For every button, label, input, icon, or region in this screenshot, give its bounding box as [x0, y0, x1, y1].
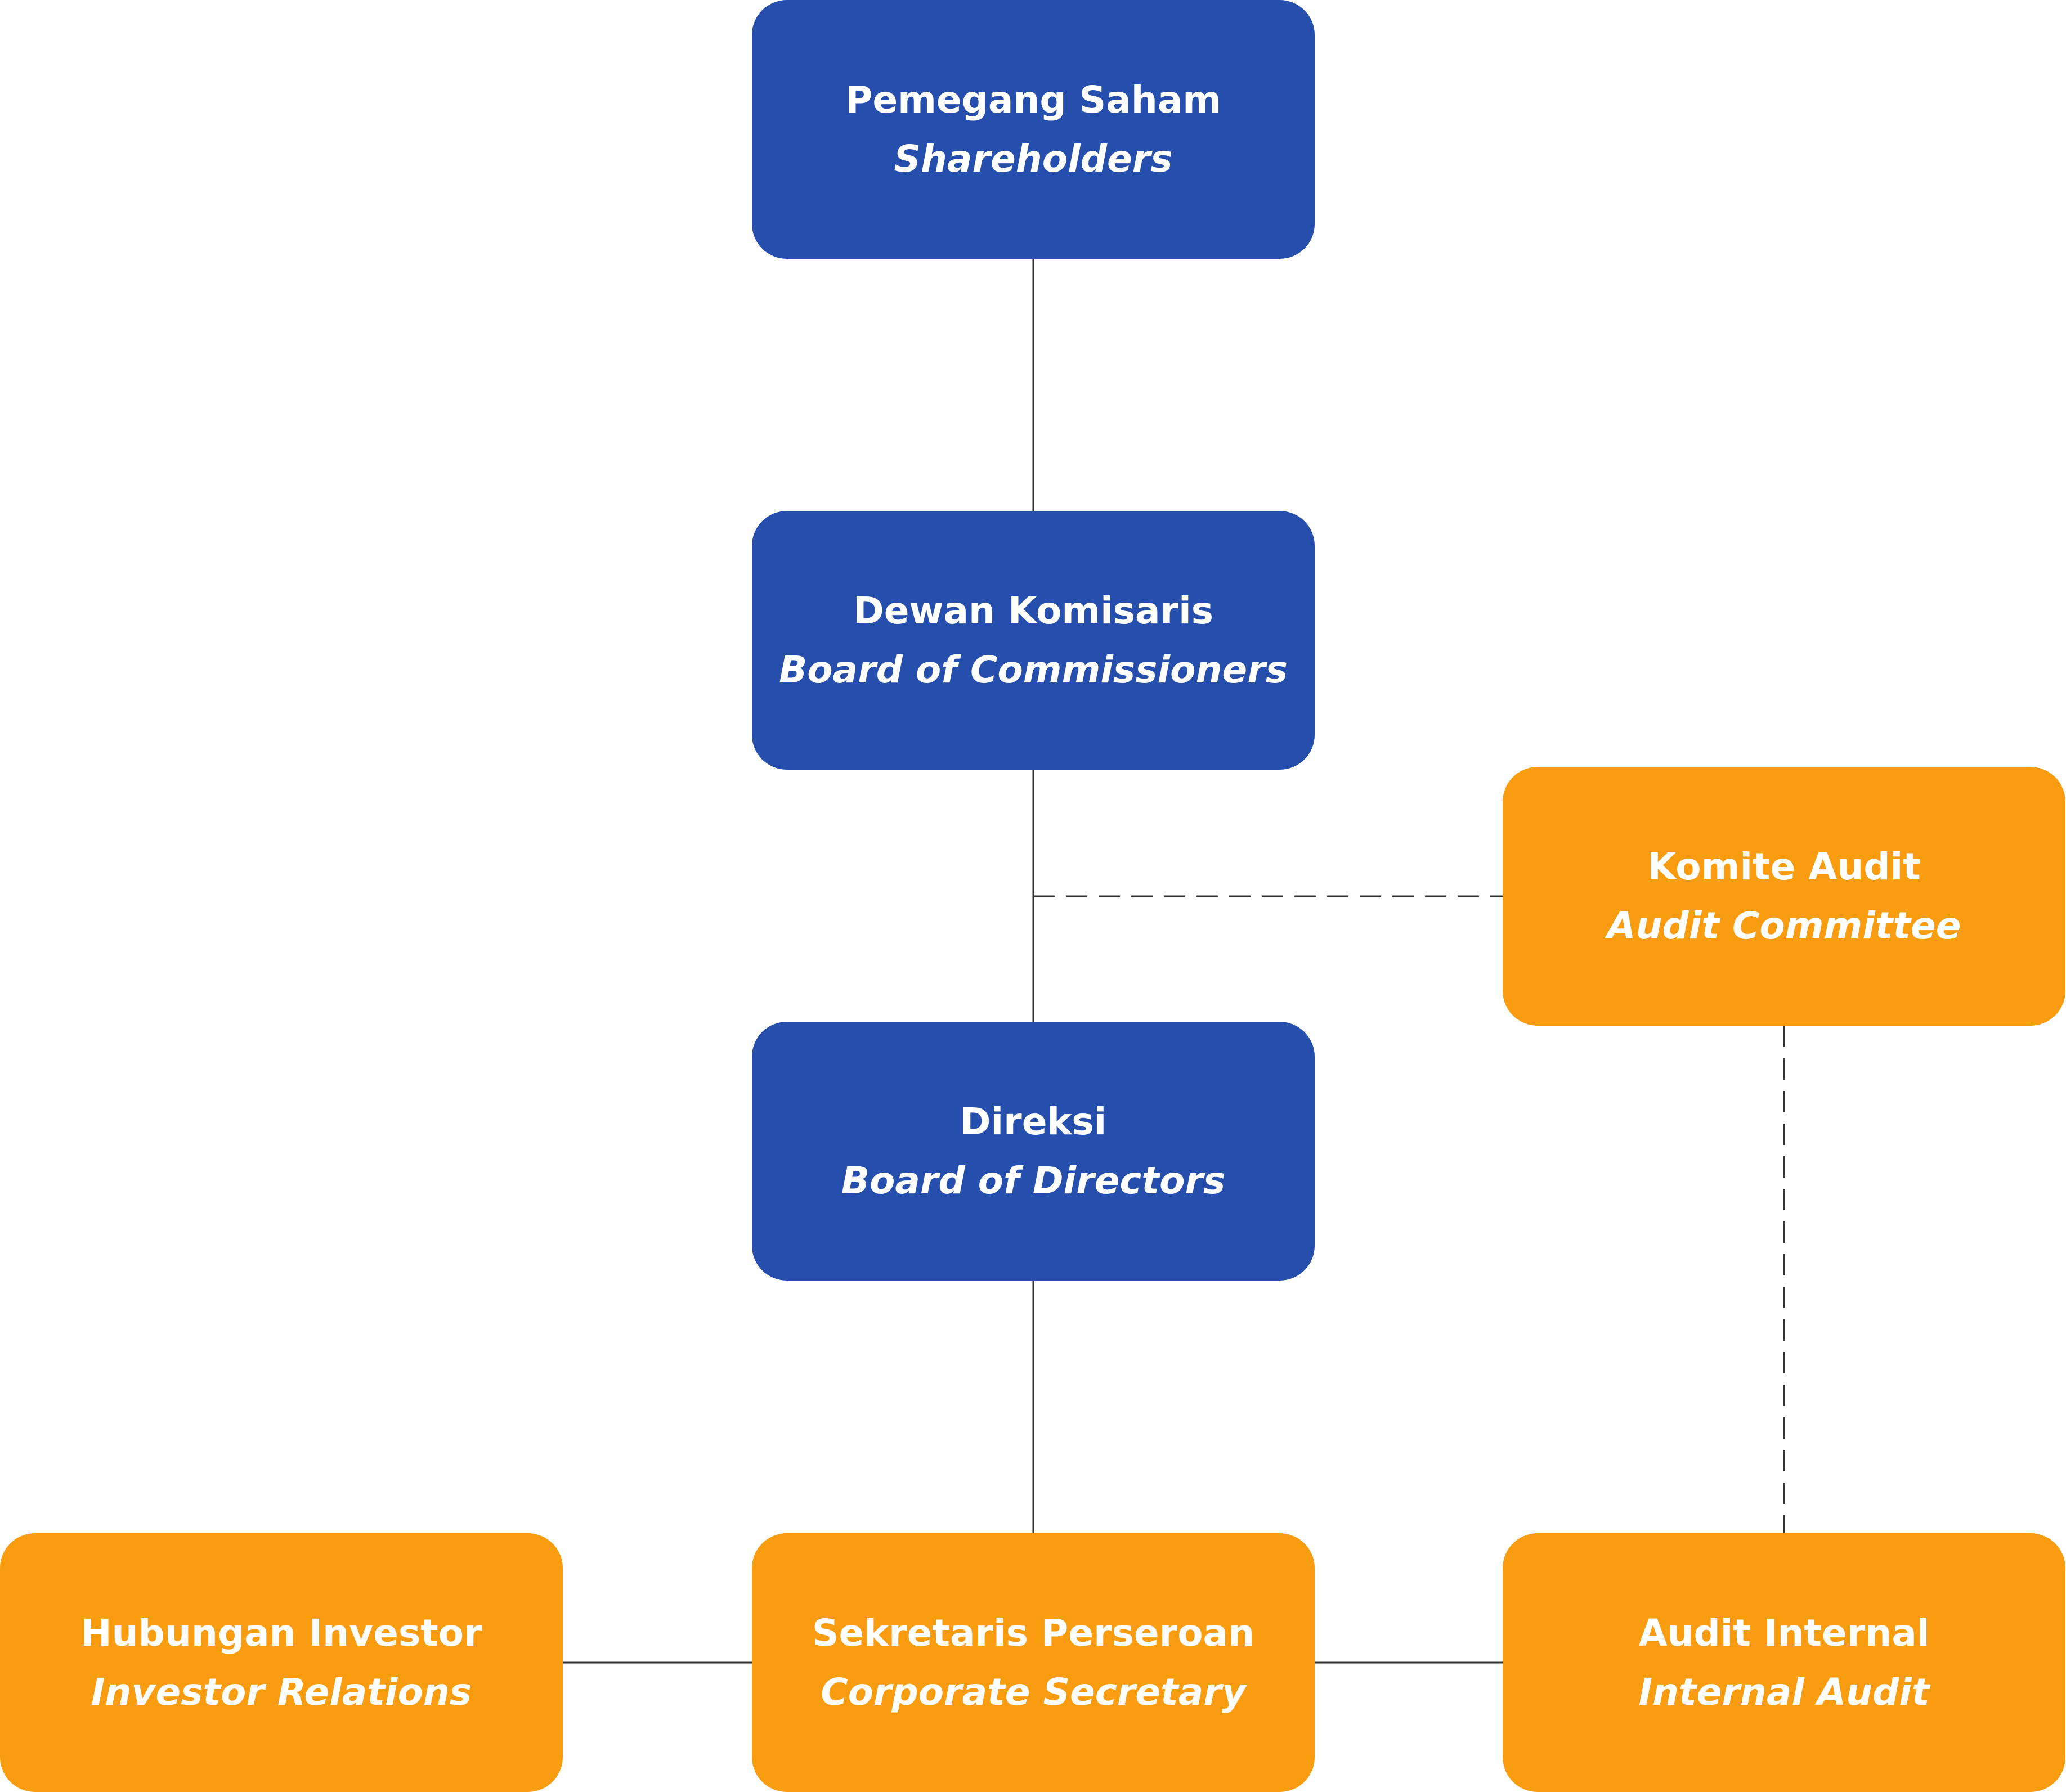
node-directors-label-en: Board of Directors — [841, 1159, 1226, 1202]
node-internal-audit-label-id: Audit Internal — [1638, 1611, 1930, 1655]
node-audit-committee-label-id: Komite Audit — [1647, 845, 1921, 888]
node-corporate-secretary: Sekretaris Perseroan Corporate Secretary — [752, 1533, 1315, 1792]
node-internal-audit: Audit Internal Internal Audit — [1503, 1533, 2065, 1792]
node-audit-committee-label-en: Audit Committee — [1607, 904, 1961, 947]
node-corporate-secretary-label-id: Sekretaris Perseroan — [812, 1611, 1255, 1655]
node-internal-audit-label-en: Internal Audit — [1638, 1670, 1930, 1714]
node-directors-label-id: Direksi — [960, 1100, 1107, 1143]
node-shareholders-label-en: Shareholders — [894, 137, 1173, 181]
node-investor-relations-label-id: Hubungan Investor — [80, 1611, 482, 1655]
node-shareholders: Pemegang Saham Shareholders — [752, 0, 1315, 259]
node-audit-committee: Komite Audit Audit Committee — [1503, 767, 2065, 1026]
node-commissioners-label-id: Dewan Komisaris — [853, 589, 1214, 632]
node-investor-relations-label-en: Investor Relations — [91, 1670, 472, 1714]
node-board-of-directors: Direksi Board of Directors — [752, 1022, 1315, 1281]
node-board-of-commissioners: Dewan Komisaris Board of Commissioners — [752, 511, 1315, 770]
node-shareholders-label-id: Pemegang Saham — [845, 78, 1222, 122]
node-corporate-secretary-label-en: Corporate Secretary — [821, 1670, 1246, 1714]
node-investor-relations: Hubungan Investor Investor Relations — [0, 1533, 563, 1792]
node-commissioners-label-en: Board of Commissioners — [778, 648, 1288, 691]
